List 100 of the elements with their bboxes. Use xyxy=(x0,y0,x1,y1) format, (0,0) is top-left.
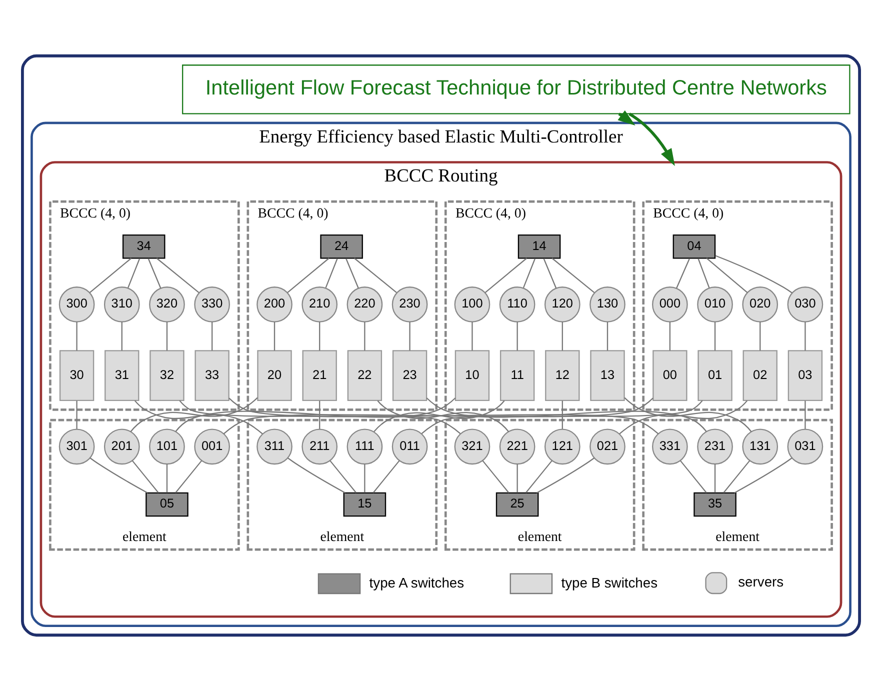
arrow xyxy=(628,112,675,166)
connector xyxy=(128,258,140,288)
connector xyxy=(734,457,792,493)
connector xyxy=(536,457,595,493)
node-box: 04 xyxy=(672,234,716,258)
connector xyxy=(89,257,132,292)
node-box: 32 xyxy=(150,350,184,400)
connector xyxy=(90,457,148,493)
node-circle: 230 xyxy=(392,286,428,322)
node-box: 02 xyxy=(742,350,778,400)
connector xyxy=(522,258,536,288)
node-circle: 011 xyxy=(392,428,428,464)
connector xyxy=(606,321,608,350)
connector xyxy=(804,321,806,350)
connector xyxy=(714,321,716,350)
connector xyxy=(134,400,263,434)
node-circle: 321 xyxy=(454,428,490,464)
connector xyxy=(714,464,716,492)
node-circle: 130 xyxy=(590,286,626,322)
connector xyxy=(319,321,320,350)
node-circle: 031 xyxy=(787,428,824,464)
node-circle: 210 xyxy=(302,286,338,322)
connector xyxy=(706,257,748,292)
node-circle: 100 xyxy=(454,286,490,322)
node-box: 24 xyxy=(320,234,363,258)
connector xyxy=(676,258,690,288)
connector xyxy=(372,460,400,493)
node-circle: 111 xyxy=(346,428,383,464)
node-circle: 201 xyxy=(104,428,140,464)
node-circle: 310 xyxy=(104,286,140,322)
connector xyxy=(130,396,258,432)
connector xyxy=(698,258,710,288)
node-circle: 220 xyxy=(346,286,383,322)
connector xyxy=(76,400,78,428)
connector xyxy=(760,321,761,350)
connector xyxy=(121,321,122,350)
connector xyxy=(76,321,78,350)
node-circle: 301 xyxy=(58,428,95,464)
connector xyxy=(619,400,748,434)
connector xyxy=(319,400,320,428)
connector xyxy=(166,321,168,350)
connector xyxy=(330,460,357,493)
connector xyxy=(156,257,200,292)
connector xyxy=(175,397,456,432)
node-circle: 331 xyxy=(652,428,688,464)
node-circle: 131 xyxy=(742,428,778,464)
node-circle: 000 xyxy=(652,286,688,322)
connector xyxy=(482,460,510,493)
connector xyxy=(525,460,552,493)
connector xyxy=(516,464,518,492)
connector xyxy=(484,257,528,292)
legend-label: type A switches xyxy=(369,574,464,590)
connector xyxy=(274,321,276,350)
node-box: 03 xyxy=(788,350,823,400)
node-circle: 120 xyxy=(544,286,580,322)
node-box: 34 xyxy=(122,234,166,258)
connector xyxy=(562,321,563,350)
connector xyxy=(421,400,703,434)
node-circle: 010 xyxy=(697,286,733,322)
connector xyxy=(624,396,752,432)
connector xyxy=(680,460,707,493)
connector xyxy=(132,460,159,493)
node-box: 33 xyxy=(194,350,230,400)
node-box: 00 xyxy=(652,350,688,400)
node-box: 01 xyxy=(698,350,732,400)
node-circle: 320 xyxy=(149,286,185,322)
connector xyxy=(426,397,707,432)
node-circle: 030 xyxy=(787,286,824,322)
connector xyxy=(212,321,213,350)
connector xyxy=(723,460,750,493)
node-box: Intelligent Flow Forecast Technique for Distributed Centre Networks xyxy=(182,64,850,114)
node-circle: 300 xyxy=(58,286,95,322)
connector xyxy=(552,257,595,292)
node-box: 15 xyxy=(343,492,386,516)
connector xyxy=(175,460,202,493)
connector xyxy=(364,464,366,492)
node-circle: 001 xyxy=(194,428,230,464)
node-circle: 121 xyxy=(544,428,580,464)
node-circle: 231 xyxy=(697,428,733,464)
legend-label: servers xyxy=(738,573,784,590)
connector xyxy=(562,400,563,428)
connector xyxy=(516,321,518,350)
node-circle: 221 xyxy=(499,428,536,464)
node-box: 14 xyxy=(518,234,561,258)
node-box: 11 xyxy=(500,350,535,400)
connector xyxy=(287,257,330,292)
node-circle: 330 xyxy=(194,286,230,322)
legend-label: type B switches xyxy=(561,574,658,590)
connector xyxy=(669,321,670,350)
node-box: 20 xyxy=(257,350,292,400)
node-box: 23 xyxy=(392,350,428,400)
connector xyxy=(148,258,162,288)
connector xyxy=(179,400,461,434)
node-circle: 021 xyxy=(590,428,626,464)
node-box: 35 xyxy=(694,492,736,516)
connector xyxy=(804,400,806,428)
node-circle: 200 xyxy=(256,286,292,322)
connector xyxy=(715,254,792,293)
node-box: 12 xyxy=(545,350,580,400)
node-circle: 311 xyxy=(256,428,292,464)
